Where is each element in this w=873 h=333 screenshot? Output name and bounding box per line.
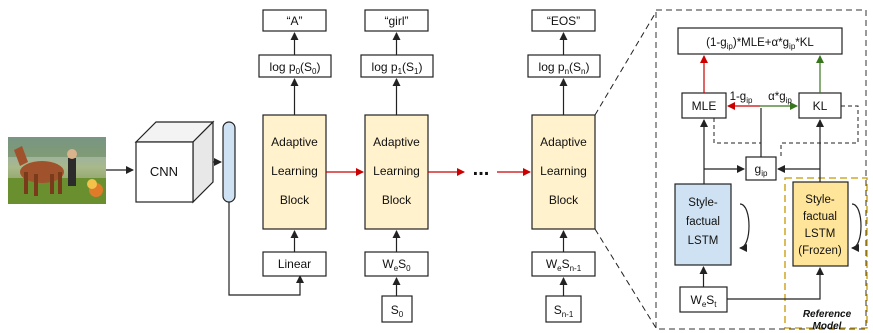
- log-prob-box: [360, 54, 434, 78]
- linear-label: Linear: [278, 257, 311, 271]
- recurrence-loop-right: [851, 203, 862, 252]
- block-line-3: Block: [382, 193, 412, 207]
- adaptive-learning-block: [531, 114, 596, 230]
- lstm-right-line-4: (Frozen): [798, 245, 842, 257]
- output-token-box: [531, 9, 596, 32]
- lstm-right-line-3: LSTM: [805, 228, 836, 240]
- lstm-left-line-2: factual: [686, 216, 720, 228]
- mle-weight: 1-gip: [730, 91, 753, 105]
- lstm-right-line-2: factual: [803, 211, 837, 223]
- lstm-right-line-1: Style-: [805, 194, 835, 206]
- adaptive-learning-block: [262, 114, 327, 230]
- kl-box: [798, 92, 842, 119]
- log-prob-box: [527, 54, 601, 78]
- loss-formula: (1-gip)*MLE+α*gip*KL: [706, 37, 814, 51]
- input-token: Sn-1: [554, 303, 574, 319]
- decoder-column-n: “EOS” log pn(Sn) Adaptive Learning Block…: [527, 9, 601, 323]
- decoder-column-1: “girl” log p1(S1) Adaptive Learning Bloc…: [360, 9, 434, 323]
- embedding-box: [364, 251, 429, 277]
- block-line-1: Adaptive: [373, 135, 420, 149]
- linear-box: [262, 251, 327, 277]
- input-token: S0: [391, 303, 404, 319]
- output-token-box: [364, 9, 429, 32]
- log-prob: log p0(S0): [270, 60, 321, 76]
- output-token: “EOS”: [547, 14, 580, 28]
- gate-label: gip: [755, 162, 768, 178]
- ellipsis: ...: [473, 158, 490, 180]
- detail-embedding-label: WeSt: [690, 293, 717, 309]
- block-line-1: Adaptive: [271, 135, 318, 149]
- frozen-lstm: [792, 181, 849, 267]
- lstm-left-line-1: Style-: [688, 197, 718, 209]
- reference-model-frame: [784, 177, 868, 329]
- embedding-label: WeSn-1: [546, 257, 582, 273]
- mle-feedback: [713, 118, 761, 144]
- output-token: “girl”: [385, 14, 409, 28]
- input-token-box: [545, 295, 582, 323]
- loss-box: [677, 27, 843, 55]
- output-token: “A”: [287, 14, 303, 28]
- zoom-line-bottom: [594, 228, 657, 329]
- detail-embedding-box: [679, 286, 728, 313]
- log-prob: log p1(S1): [372, 60, 423, 76]
- block-line-2: Learning: [373, 164, 420, 178]
- lstm-left-line-3: LSTM: [688, 235, 719, 247]
- cnn-block: CNN: [134, 120, 215, 204]
- block-line-2: Learning: [271, 164, 318, 178]
- output-token-box: [262, 9, 327, 32]
- input-token-box: [381, 295, 413, 323]
- block-line-2: Learning: [540, 164, 587, 178]
- kl-label: KL: [813, 99, 828, 113]
- block-line-3: Block: [549, 193, 579, 207]
- block-line-3: Block: [280, 193, 310, 207]
- feature-vector: [222, 121, 236, 203]
- feedback-loop: [780, 105, 859, 157]
- input-image: [8, 137, 106, 204]
- reference-label-1: Reference: [803, 309, 852, 320]
- cnn-label: CNN: [150, 164, 178, 179]
- log-prob: log pn(Sn): [539, 60, 590, 76]
- zoom-line-top: [594, 11, 657, 116]
- recurrence-loop-left: [739, 203, 750, 252]
- kl-weight: α*gip: [768, 91, 792, 105]
- decoder-column-0: “A” log p0(S0) Adaptive Learning Block L…: [258, 9, 332, 277]
- embedding-box: [531, 251, 596, 277]
- log-prob-box: [258, 54, 332, 78]
- detail-frame: [655, 9, 867, 330]
- detail-panel: (1-gip)*MLE+α*gip*KL MLE KL 1-gip α*gip …: [655, 9, 868, 332]
- reference-label-2: Model: [813, 321, 842, 332]
- block-line-1: Adaptive: [540, 135, 587, 149]
- mle-label: MLE: [692, 99, 717, 113]
- embedding-label: WeS0: [382, 257, 411, 273]
- style-factual-lstm: [674, 183, 732, 266]
